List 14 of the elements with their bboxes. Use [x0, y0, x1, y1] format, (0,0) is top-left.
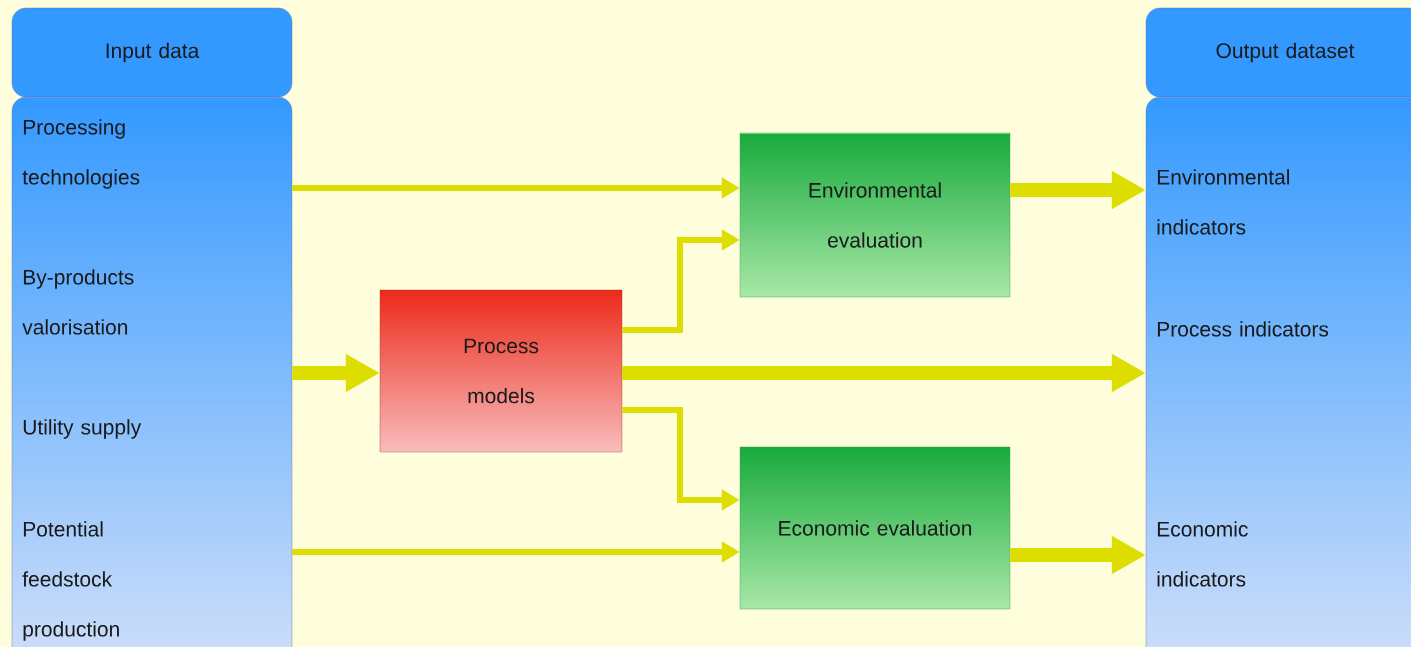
list-panel	[1145, 96, 1411, 647]
list-item: Economic indicators	[1157, 521, 1248, 587]
list-item: Environmental indicators	[1157, 169, 1289, 235]
header-box: Input data	[11, 7, 293, 98]
header-box: Output dataset	[1145, 7, 1411, 98]
list-item: Process indicators	[1157, 321, 1329, 337]
process-box: Process models	[379, 289, 623, 453]
list-panel	[11, 96, 293, 647]
list-item: Utility supply	[23, 419, 142, 439]
list-item: By-products valorisation	[22, 269, 134, 335]
list-item: Potential feedstock production	[22, 521, 119, 641]
process-box: Environmental evaluation	[739, 132, 1011, 298]
list-item: Processing technologies	[22, 119, 140, 189]
process-box: Economic evaluation	[739, 446, 1011, 610]
